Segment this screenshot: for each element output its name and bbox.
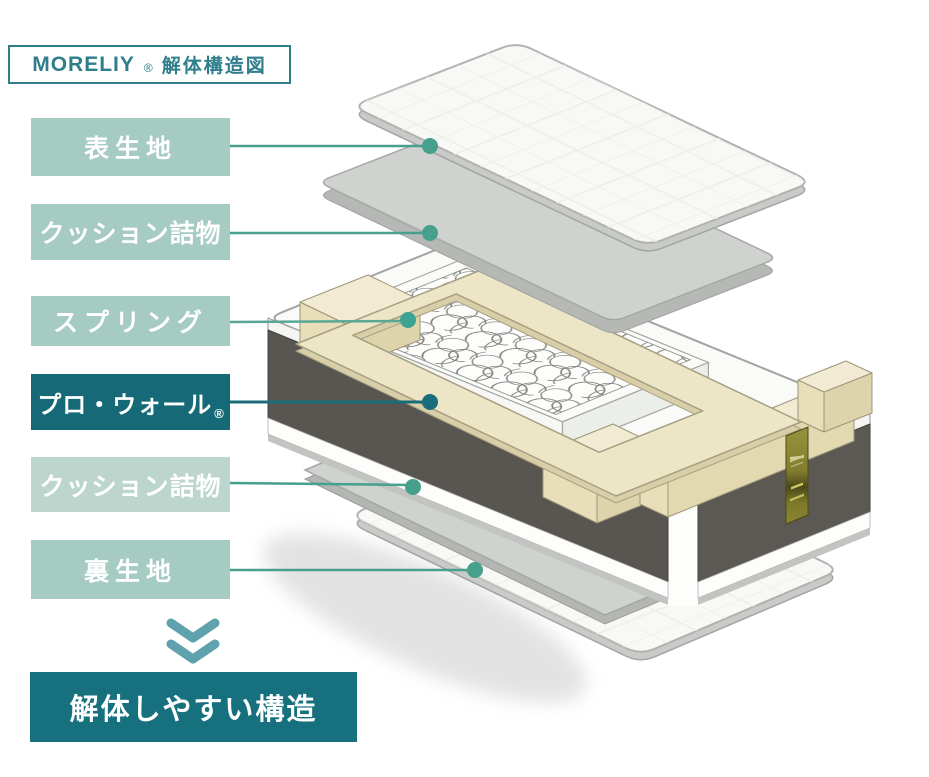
callout-line-top-fabric	[230, 138, 438, 154]
brand-tag	[785, 426, 809, 525]
label-cushion-filling-top: クッション詰物	[31, 204, 230, 260]
connector-dot	[400, 312, 416, 328]
label-cushion-filling-bottom: クッション詰物	[31, 457, 230, 512]
layer-top-fabric	[358, 44, 806, 252]
connector-dot	[422, 138, 438, 154]
callout-line-pro-wall	[230, 394, 438, 410]
connector-dot	[422, 225, 438, 241]
brand-name: MORELIY	[32, 52, 135, 76]
connector-dot	[405, 479, 421, 495]
title-box: MORELIY ® 解体構造図	[8, 45, 291, 84]
pro-wall-frame	[295, 269, 802, 504]
callout-line-spring	[229, 312, 416, 328]
conclusion-text: 解体しやすい構造	[69, 694, 318, 726]
registered-trademark-symbol: ®	[143, 61, 153, 75]
double-chevron-down-icon	[163, 616, 223, 664]
callout-line-cushion-bottom	[229, 479, 421, 495]
label-pro-wall: プロ・ウォール®	[31, 374, 230, 430]
ground-shadow	[263, 533, 587, 703]
label-back-fabric: 裏生地	[31, 540, 230, 599]
callout-line-cushion-top	[230, 225, 438, 241]
page-title: 解体構造図	[161, 56, 267, 77]
connector-dot	[422, 394, 438, 410]
label-top-fabric: 表生地	[31, 118, 230, 176]
registered-trademark-symbol: ®	[214, 406, 224, 421]
layer-base-sides	[267, 317, 871, 606]
callout-line-back-fabric	[230, 562, 483, 578]
connectors	[229, 138, 483, 578]
label-spring: スプリング	[31, 296, 230, 346]
conclusion-banner: 解体しやすい構造	[30, 672, 357, 742]
connector-dot	[467, 562, 483, 578]
